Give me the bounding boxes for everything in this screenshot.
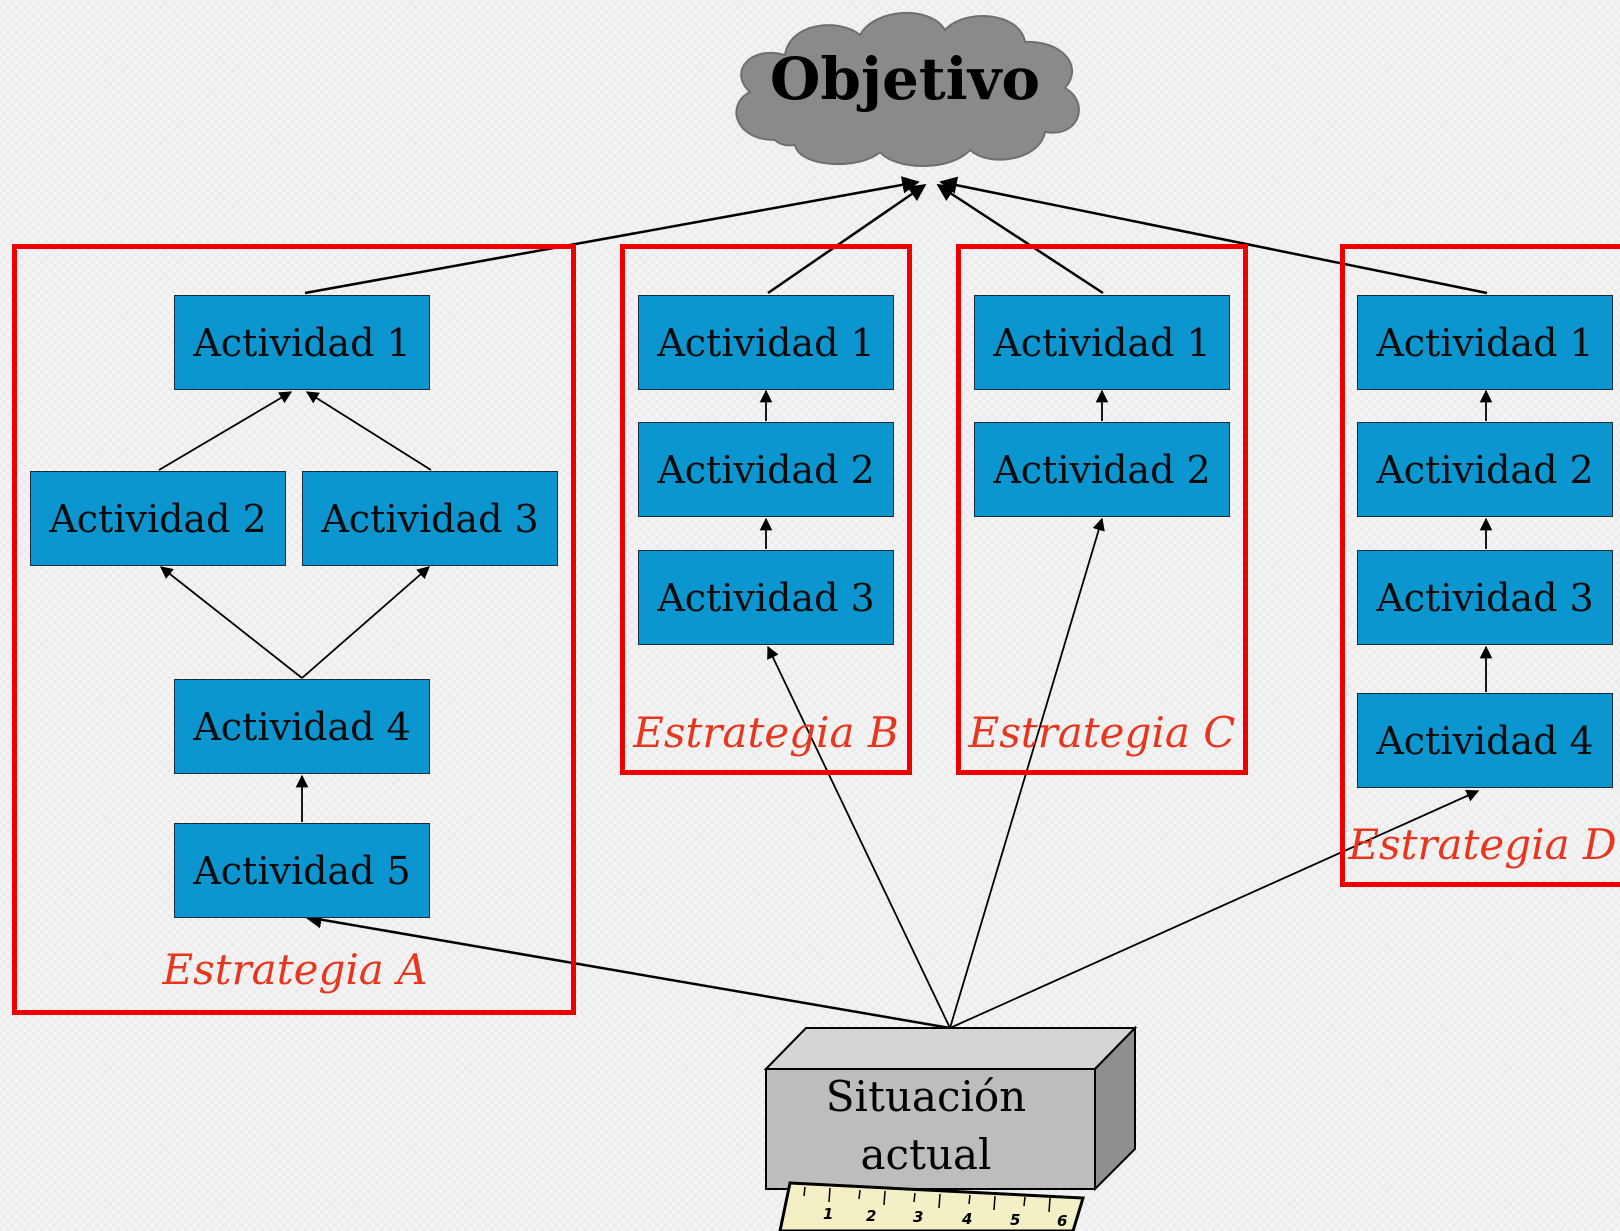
strategy-d-activity-1: Actividad 1 [1357, 295, 1613, 390]
ruler-mark: 3 [913, 1208, 923, 1226]
connector-situation-d4 [949, 789, 1480, 1029]
ruler-icon: 1 2 3 4 5 6 [778, 1181, 1085, 1231]
strategy-a-label: Estrategia A [162, 945, 428, 994]
strategy-a-frame [12, 244, 576, 1015]
strategy-a-activity-1: Actividad 1 [174, 295, 430, 390]
strategy-d-label: Estrategia D [1348, 820, 1617, 869]
ruler-mark: 4 [961, 1210, 972, 1228]
strategy-a-activity-4: Actividad 4 [174, 679, 430, 774]
strategy-d-frame [1340, 244, 1620, 887]
connector-b1-goal [767, 183, 927, 295]
connector-c1-goal [936, 183, 1104, 295]
situation-label: Situación actual [766, 1068, 1086, 1184]
situation-label-line2: actual [860, 1130, 992, 1179]
strategy-b-activity-2: Actividad 2 [638, 422, 894, 517]
goal-cloud-icon [735, 11, 1080, 167]
connector-a4-a2 [160, 566, 303, 679]
goal-label: Objetivo [769, 45, 1041, 113]
connector-a2-a1 [158, 391, 293, 471]
ruler-mark: 5 [1010, 1211, 1020, 1229]
connector-situation-b3 [767, 645, 951, 1029]
connector-a1-goal [304, 176, 920, 295]
strategy-c-activity-2: Actividad 2 [974, 422, 1230, 517]
connector-a4-a3 [301, 566, 430, 679]
strategy-a-activity-5: Actividad 5 [174, 823, 430, 918]
strategy-a-activity-3: Actividad 3 [302, 471, 558, 566]
ruler-mark: 1 [823, 1205, 833, 1223]
strategy-b-label: Estrategia B [633, 708, 899, 757]
strategy-c-frame [956, 244, 1248, 775]
strategy-b-frame [620, 244, 912, 775]
strategy-d-activity-3: Actividad 3 [1357, 550, 1613, 645]
strategy-b-activity-3: Actividad 3 [638, 550, 894, 645]
strategy-c-activity-1: Actividad 1 [974, 295, 1230, 390]
strategy-d-activity-2: Actividad 2 [1357, 422, 1613, 517]
ruler-mark: 2 [866, 1207, 876, 1225]
connector-d1-goal [939, 176, 1488, 295]
strategy-d-activity-4: Actividad 4 [1357, 693, 1613, 788]
strategy-b-activity-1: Actividad 1 [638, 295, 894, 390]
ruler-mark: 6 [1057, 1212, 1067, 1230]
connector-situation-a5 [304, 911, 951, 1030]
strategy-a-activity-2: Actividad 2 [30, 471, 286, 566]
situation-label-line1: Situación [825, 1072, 1027, 1121]
connector-a3-a1 [305, 391, 432, 471]
situation-box-icon [763, 1025, 1138, 1192]
strategy-c-label: Estrategia C [968, 708, 1236, 757]
